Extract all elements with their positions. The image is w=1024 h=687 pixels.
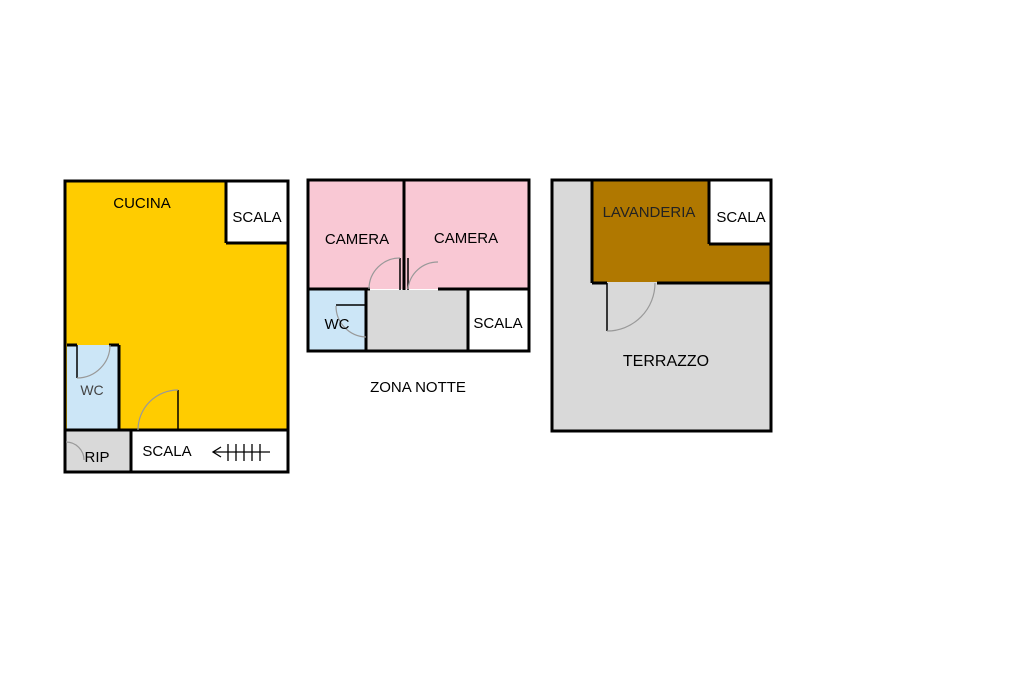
- stair-arrow-icon: [211, 444, 270, 461]
- room-label-storage: RIP: [84, 449, 109, 466]
- wc-area: [67, 345, 119, 430]
- door-swing: [407, 261, 439, 290]
- door-swing: [65, 441, 85, 461]
- bedroom-area-2: [405, 181, 528, 289]
- night-zone-plan: CAMERA CAMERA WC SCALA ZONA NOTTE: [306, 178, 531, 396]
- top-outer-wall: [550, 178, 773, 433]
- room-label-kitchen: CUCINA: [113, 195, 171, 212]
- stair-area: [469, 290, 528, 350]
- top-floor-plan: LAVANDERIA SCALA TERRAZZO: [550, 178, 773, 433]
- ground-floor-plan: CUCINA SCALA WC RIP SCALA: [63, 179, 290, 474]
- storage-area: [66, 431, 131, 472]
- corridor-area: [367, 290, 468, 350]
- door-swing: [368, 257, 401, 290]
- room-label-wc: WC: [80, 382, 103, 398]
- room-label-laundry: LAVANDERIA: [603, 204, 696, 221]
- stair-top-area: [226, 182, 287, 243]
- wc-area: [309, 290, 366, 350]
- room-label-stair-bottom: SCALA: [142, 443, 191, 460]
- door-swing: [76, 344, 111, 379]
- room-label-stair-top: SCALA: [232, 209, 281, 226]
- bedroom-area-1: [309, 181, 404, 289]
- room-label-bedroom-2: CAMERA: [434, 230, 498, 247]
- room-label-terrace: TERRAZZO: [623, 353, 709, 370]
- door-swing: [335, 305, 367, 338]
- room-label-wc: WC: [325, 316, 350, 333]
- room-label-stair: SCALA: [716, 209, 765, 226]
- night-outer-wall: [306, 178, 531, 353]
- door-swing: [137, 389, 179, 431]
- room-label-bedroom-1: CAMERA: [325, 231, 389, 248]
- stair-area: [710, 181, 770, 243]
- door-swing: [606, 282, 656, 332]
- room-label-stair: SCALA: [473, 315, 522, 332]
- ground-outer-wall: [63, 179, 290, 474]
- plan-caption-night-zone: ZONA NOTTE: [370, 379, 466, 396]
